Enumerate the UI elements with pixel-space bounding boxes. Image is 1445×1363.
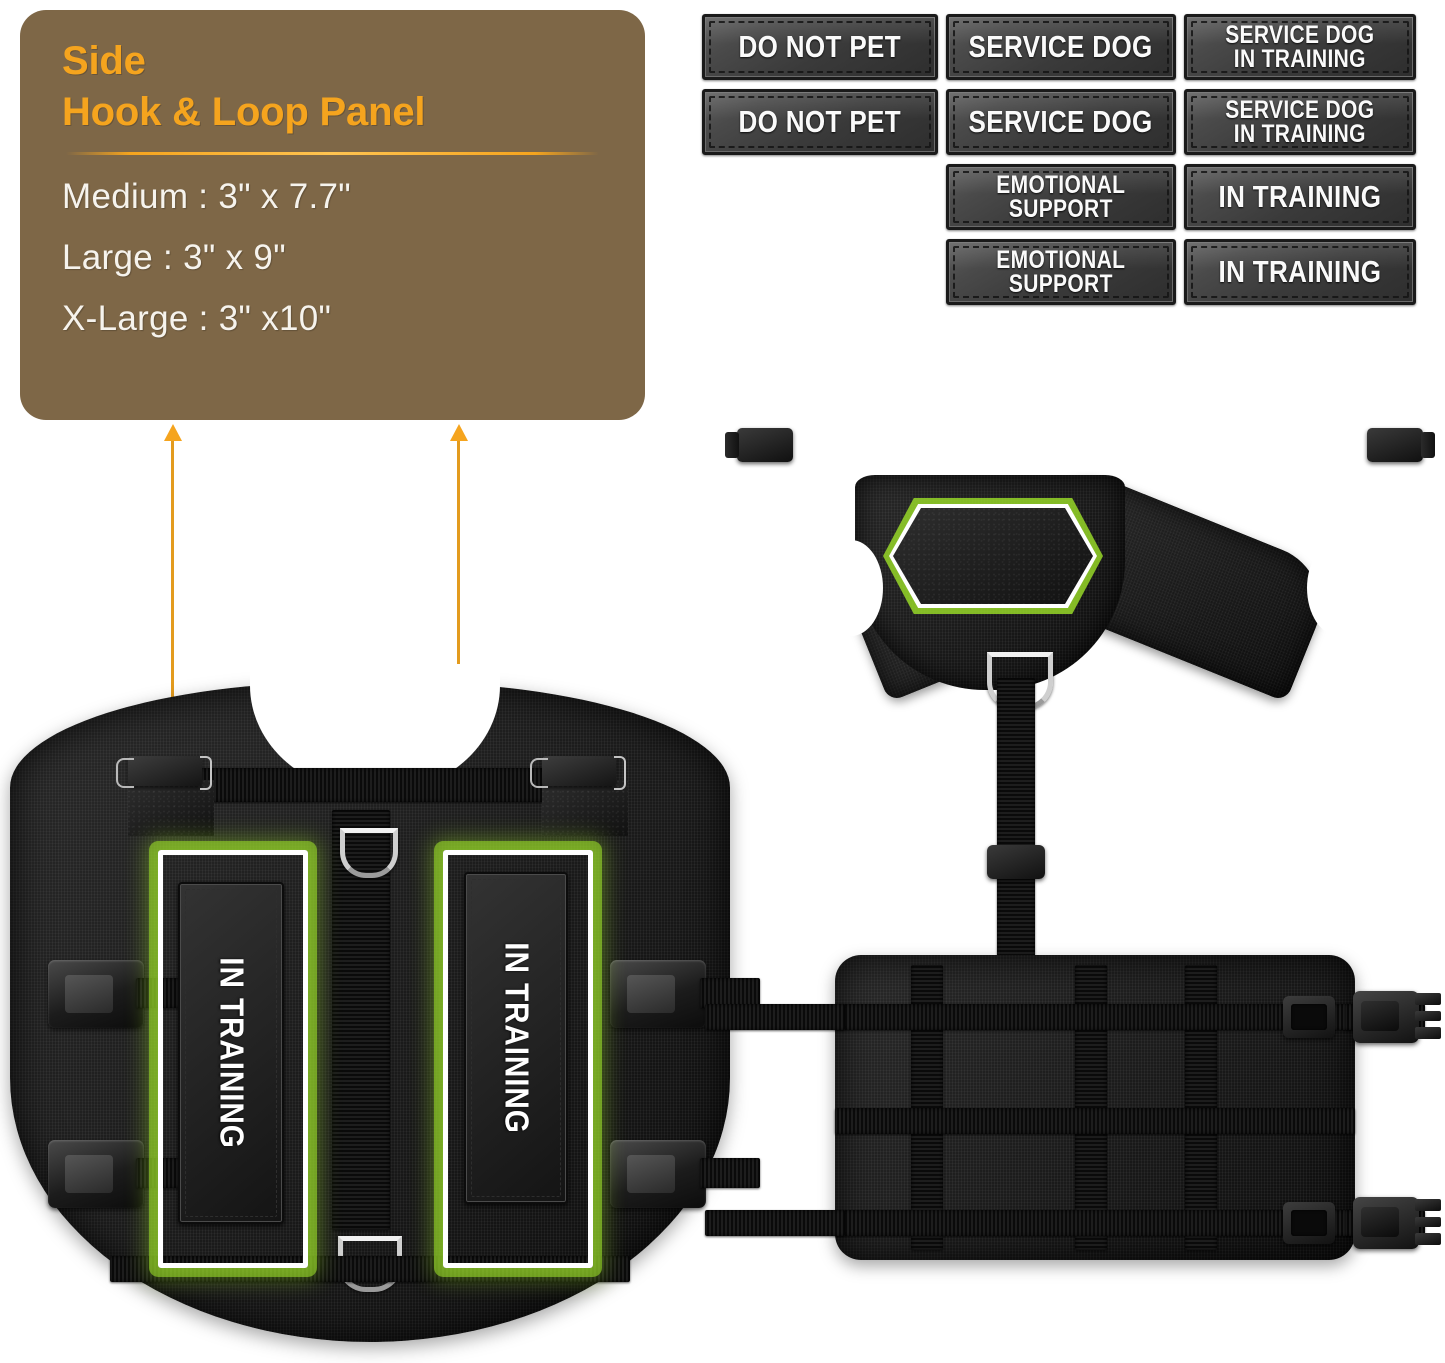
patch-label-line-1: EMOTIONAL (996, 246, 1126, 274)
buckle-prong-icon (1415, 1233, 1441, 1245)
patch-grid-spacer (702, 239, 938, 305)
male-buckle-right-lower (1353, 1197, 1419, 1249)
side-release-buckle-left-upper (48, 960, 144, 1028)
patch-do-not-pet: DO NOT PET (702, 89, 938, 155)
saddle-strap-left-lower (705, 1210, 845, 1236)
patch-in-training: IN TRAINING (1184, 239, 1416, 305)
patch-label-line-2: SUPPORT (1009, 195, 1113, 223)
buckle-prong-icon (1415, 1011, 1441, 1021)
arrow-head-icon (449, 424, 468, 441)
harness-chest-and-saddle-view (705, 420, 1445, 1320)
side-release-buckle-right-lower (610, 1140, 706, 1208)
highlight-box-left-panel (158, 850, 308, 1268)
buckle-prong-icon (1415, 1027, 1441, 1039)
info-title-line-2: Hook & Loop Panel (62, 90, 426, 135)
patch-label-line-1: SERVICE DOG (1225, 21, 1375, 49)
patch-in-training: IN TRAINING (1184, 164, 1416, 230)
strap-adjuster-right-lower (1283, 1202, 1335, 1244)
side-release-buckle-right-upper (610, 960, 706, 1028)
molle-webbing-horizontal (835, 1004, 1355, 1030)
patch-label: DO NOT PET (738, 104, 902, 140)
side-strap-right-lower (700, 1158, 760, 1188)
patch-label: EMOTIONAL SUPPORT (996, 171, 1126, 223)
buckle-prong-icon (1415, 1199, 1441, 1211)
patch-label-line-2: IN TRAINING (1233, 45, 1367, 73)
patch-service-dog: SERVICE DOG (946, 14, 1176, 80)
patch-label: DO NOT PET (738, 29, 902, 65)
male-buckle-right-upper (1353, 991, 1419, 1043)
size-line-large: Large : 3" x 9" (62, 238, 286, 278)
patch-emotional-support: EMOTIONAL SUPPORT (946, 164, 1176, 230)
yoke-buckle-right (1367, 428, 1435, 462)
patch-label-line-2: IN TRAINING (1233, 120, 1367, 148)
size-line-x-large: X-Large : 3" x10" (62, 298, 332, 338)
arrow-head-icon (163, 424, 182, 441)
patch-label-line-1: SERVICE DOG (1225, 96, 1375, 124)
saddle-notch-right (1307, 540, 1371, 636)
patch-label-line-1: EMOTIONAL (996, 171, 1126, 199)
size-line-medium: Medium : 3" x 7.7" (62, 177, 351, 217)
patch-service-dog-in-training: SERVICE DOG IN TRAINING (1184, 14, 1416, 80)
yoke-buckle-left (725, 428, 793, 462)
strap-slider-adjuster (987, 845, 1045, 879)
patch-emotional-support: EMOTIONAL SUPPORT (946, 239, 1176, 305)
side-strap-right-upper (700, 978, 760, 1008)
callout-arrow-left (163, 424, 182, 870)
vest-lower-webbing (110, 1256, 630, 1282)
chest-to-saddle-strap (997, 678, 1035, 978)
patch-label: IN TRAINING (1218, 254, 1382, 290)
patch-grid: DO NOT PET SERVICE DOG SERVICE DOG IN TR… (702, 14, 1432, 314)
info-title-line-1: Side (62, 39, 146, 83)
shoulder-pad-right (530, 756, 628, 836)
patch-service-dog-in-training: SERVICE DOG IN TRAINING (1184, 89, 1416, 155)
hex-velcro-loop-panel (893, 508, 1093, 604)
leash-clip-icon (530, 756, 626, 790)
info-box-title: Side Hook & Loop Panel (62, 36, 603, 138)
patch-label: SERVICE DOG IN TRAINING (1225, 21, 1375, 73)
patch-label: SERVICE DOG (968, 29, 1154, 65)
strap-adjuster-right-upper (1283, 996, 1335, 1038)
patch-row: EMOTIONAL SUPPORT IN TRAINING (702, 164, 1432, 230)
saddle-notch-left (819, 540, 883, 636)
patch-row: DO NOT PET SERVICE DOG SERVICE DOG IN TR… (702, 14, 1432, 80)
shoulder-pad-left (116, 756, 214, 836)
saddle-strap-left-upper (705, 1004, 845, 1030)
side-hook-loop-panel-info-box: Side Hook & Loop Panel Medium : 3" x 7.7… (20, 10, 645, 420)
vest-top-webbing (150, 768, 580, 802)
side-release-buckle-left-lower (48, 1140, 144, 1208)
buckle-prong-icon (1415, 993, 1441, 1005)
d-ring-top (340, 828, 398, 878)
patch-label: SERVICE DOG (968, 104, 1154, 140)
info-box-divider (66, 152, 599, 156)
in-training-patch-right: IN TRAINING (464, 872, 568, 1204)
molle-webbing-horizontal (835, 1210, 1355, 1236)
molle-webbing-horizontal (835, 1108, 1355, 1134)
patch-label: IN TRAINING (1218, 179, 1382, 215)
in-training-patch-left: IN TRAINING (178, 882, 284, 1224)
patch-service-dog: SERVICE DOG (946, 89, 1176, 155)
vest-center-webbing (332, 810, 390, 1230)
patch-row: EMOTIONAL SUPPORT IN TRAINING (702, 239, 1432, 305)
patch-do-not-pet: DO NOT PET (702, 14, 938, 80)
in-training-patch-label: IN TRAINING (213, 957, 251, 1149)
harness-front-view: IN TRAINING IN TRAINING (0, 660, 760, 1363)
patch-label: SERVICE DOG IN TRAINING (1225, 96, 1375, 148)
patch-label: EMOTIONAL SUPPORT (996, 246, 1126, 298)
leash-clip-icon (116, 756, 212, 790)
patch-row: DO NOT PET SERVICE DOG SERVICE DOG IN TR… (702, 89, 1432, 155)
callout-arrow-right (449, 424, 468, 870)
buckle-prong-icon (1415, 1217, 1441, 1227)
highlight-box-right-panel (443, 850, 593, 1268)
patch-label-line-2: SUPPORT (1009, 270, 1113, 298)
in-training-patch-label: IN TRAINING (498, 942, 536, 1134)
patch-grid-spacer (702, 164, 938, 230)
